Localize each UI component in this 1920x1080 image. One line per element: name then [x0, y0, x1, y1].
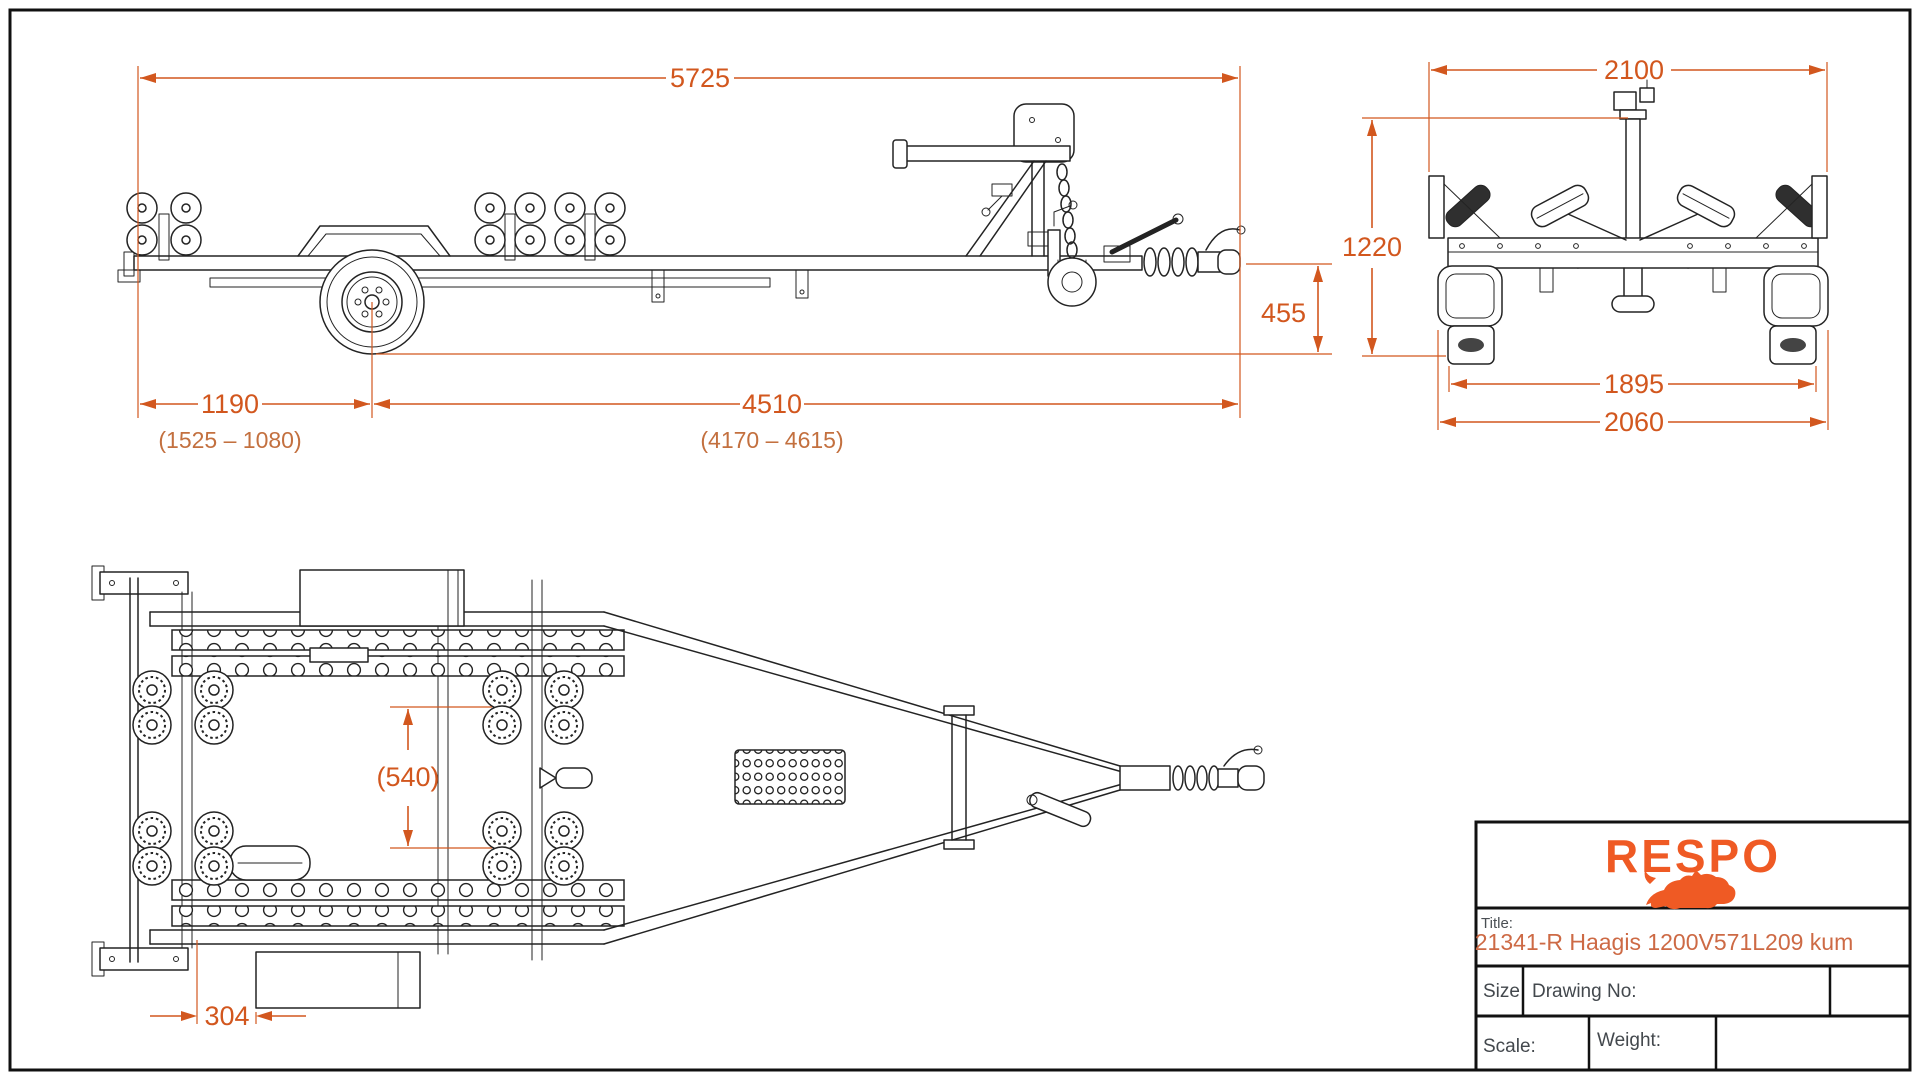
dim-coupling-height: 455: [376, 263, 1332, 355]
dim-roller-spacing: (540): [376, 706, 492, 849]
dim-inner-width: 1895: [1448, 366, 1817, 399]
dim-drawbar-length-text: 1190: [201, 389, 259, 419]
size-label: Size: [1483, 981, 1520, 1002]
plan-coupling: [1119, 745, 1265, 791]
respo-logo: RESPO: [1605, 830, 1781, 910]
dim-roller-spacing-text: (540): [376, 762, 439, 792]
plan-winch-stand: [943, 705, 975, 850]
weight-label: Weight:: [1597, 1030, 1661, 1051]
rear-underframe: [1539, 267, 1727, 313]
dim-overall-width: 2100: [1428, 55, 1828, 172]
plan-bunk-boards: [171, 569, 625, 1009]
plan-view: (540) 304: [91, 565, 1265, 1031]
title-label: Title:: [1481, 915, 1513, 932]
plan-keel-rollers: [539, 749, 846, 805]
respo-bull-logo: [1646, 870, 1736, 910]
drawing-no-label: Drawing No:: [1532, 981, 1637, 1002]
dim-overall-width-text: 2100: [1604, 55, 1664, 85]
dim-inner-width-text: 1895: [1604, 369, 1664, 399]
side-view: 5725 455 1190 (1525 – 1080) 4510 (4170: [117, 63, 1332, 453]
dim-rear-offset-text: 304: [204, 1001, 249, 1031]
dim-axle-to-coupling: 4510 (4170 – 4615): [374, 389, 1238, 453]
dim-overall-length: 5725: [137, 63, 1241, 418]
rear-crossframe: [1447, 237, 1819, 269]
mudflap-bull-logo-right: [1780, 338, 1806, 352]
dim-outer-width: 2060: [1437, 330, 1829, 437]
rear-view: 2100 1220 1895 2060: [1342, 55, 1829, 437]
rear-fenders: [1437, 265, 1829, 365]
dim-outer-width-text: 2060: [1604, 407, 1664, 437]
title-value: 21341-R Haagis 1200V571L209 kum: [1475, 929, 1854, 955]
dim-axle-to-coupling-text: 4510: [742, 389, 802, 419]
rear-boat-rollers: [1428, 175, 1828, 241]
dim-rear-offset: 304: [150, 940, 306, 1031]
page-frame: [8, 8, 1912, 1072]
dim-overall-length-text: 5725: [670, 63, 730, 93]
scale-label: Scale:: [1483, 1036, 1536, 1057]
dim-drawbar-range-text: (1525 – 1080): [158, 427, 301, 453]
coupling-head: [1143, 225, 1246, 277]
respo-wordmark: RESPO: [1605, 830, 1781, 882]
title-block: RESPO Title: 21341-R Haagis 1200V571L209…: [1474, 820, 1912, 1072]
respo-bull-horn: [1644, 870, 1656, 884]
safety-chain: [1056, 163, 1078, 259]
plan-rear-crossmember: [91, 565, 189, 977]
winch-mast: [892, 103, 1075, 257]
mudflap-bull-logo-left: [1458, 338, 1484, 352]
dim-coupling-height-text: 455: [1261, 298, 1306, 328]
dim-overall-height: 1220: [1342, 117, 1628, 357]
dim-axle-range-text: (4170 – 4615): [700, 427, 843, 453]
plan-handbrake: [1026, 791, 1092, 828]
dim-overall-height-text: 1220: [1342, 232, 1402, 262]
jockey-wheel: [1027, 200, 1097, 307]
side-wobble-rollers: [126, 192, 626, 261]
handbrake-lever: [1103, 213, 1184, 263]
rear-mast: [1577, 79, 1689, 269]
dim-drawbar-length: 1190 (1525 – 1080): [140, 302, 373, 453]
